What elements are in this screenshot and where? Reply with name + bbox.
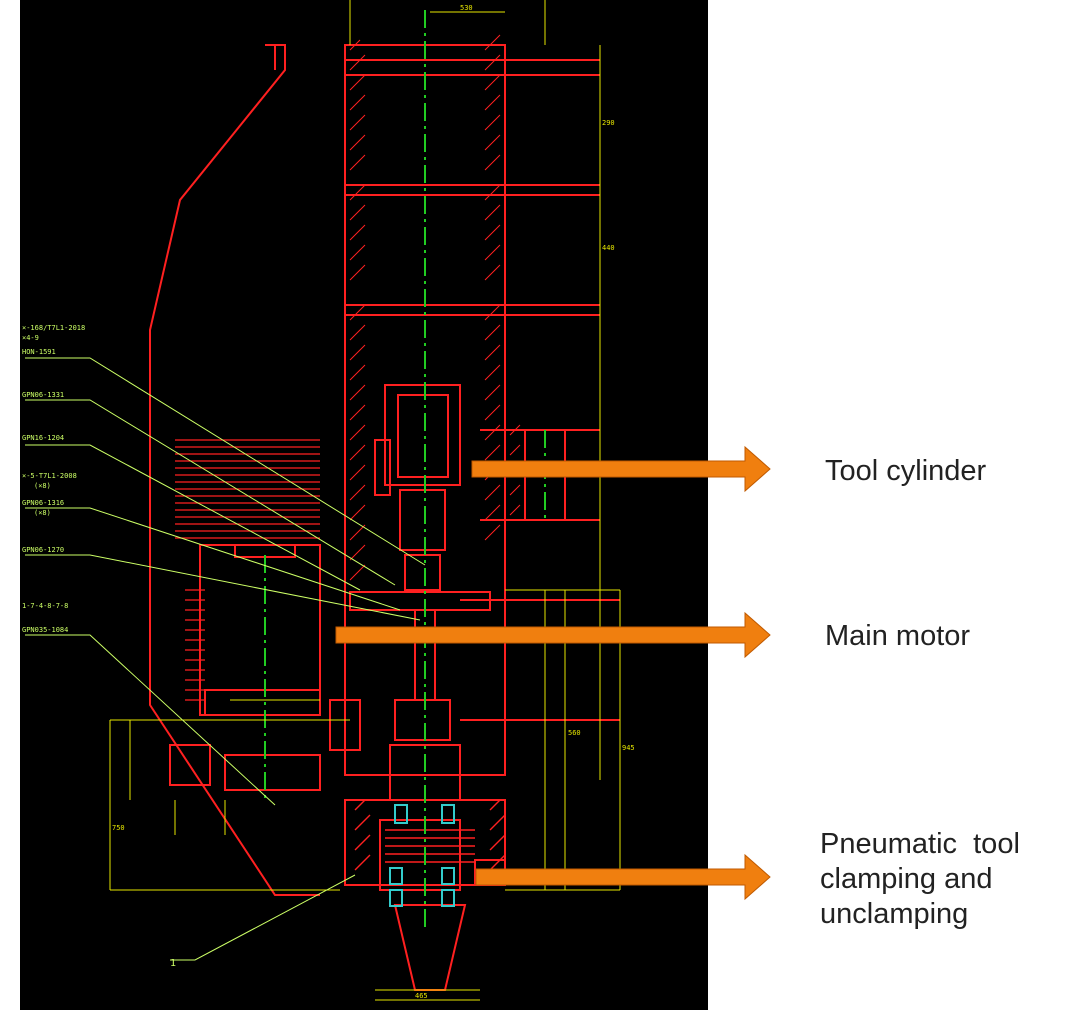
part-label: GPN16-1204 [22, 434, 64, 442]
leader-lines [25, 357, 426, 961]
part-label: (×8) [34, 509, 51, 517]
part-label: GPN035-1084 [22, 626, 68, 634]
dimension-value: 290 [602, 119, 615, 127]
cad-drawing-svg: ×-168/T7L1-2018 ×4-9 HON-1591 GPN06-1331… [22, 0, 635, 1001]
part-label: ×-5-T7L1-2008 [22, 472, 77, 480]
part-label: ×-168/T7L1-2018 [22, 324, 85, 332]
dimension-value: 560 [568, 729, 581, 737]
motor-fins [175, 439, 320, 701]
part-labels: ×-168/T7L1-2018 ×4-9 HON-1591 GPN06-1331… [22, 324, 176, 969]
tool-cylinder-arrow [471, 445, 771, 493]
main-motor-arrow [335, 611, 771, 659]
pneumatic-label: Pneumatic tool clamping and unclamping [820, 827, 1020, 931]
item-number: 1 [170, 958, 176, 969]
pneumatic-label-line: unclamping [820, 897, 969, 930]
cad-drawing: ×-168/T7L1-2018 ×4-9 HON-1591 GPN06-1331… [20, 0, 708, 1010]
dimension-value: 440 [602, 244, 615, 252]
pneumatic-label-line: clamping and [820, 862, 993, 895]
part-label: HON-1591 [22, 348, 56, 356]
clamping-spring [354, 799, 506, 871]
pneumatic-label-line: Pneumatic tool [820, 828, 1020, 860]
part-label: 1-7-4-8-7-8 [22, 602, 68, 610]
part-label: ×4-9 [22, 334, 39, 342]
part-label: GPN06-1270 [22, 546, 64, 554]
dimension-value: 465 [415, 992, 428, 1000]
dimension-values: 530 290 440 945 750 465 560 [112, 4, 635, 1000]
part-label: GPN06-1316 [22, 499, 64, 507]
pneumatic-arrow [475, 853, 771, 901]
part-label: (×8) [34, 482, 51, 490]
dimension-value: 750 [112, 824, 125, 832]
main-motor-label: Main motor [825, 620, 971, 652]
tool-cylinder-label: Tool cylinder [825, 455, 987, 487]
dimension-value: 945 [622, 744, 635, 752]
bearings [389, 804, 455, 907]
part-label: GPN06-1331 [22, 391, 64, 399]
dimension-value: 530 [460, 4, 473, 12]
hatched-walls [349, 34, 521, 581]
